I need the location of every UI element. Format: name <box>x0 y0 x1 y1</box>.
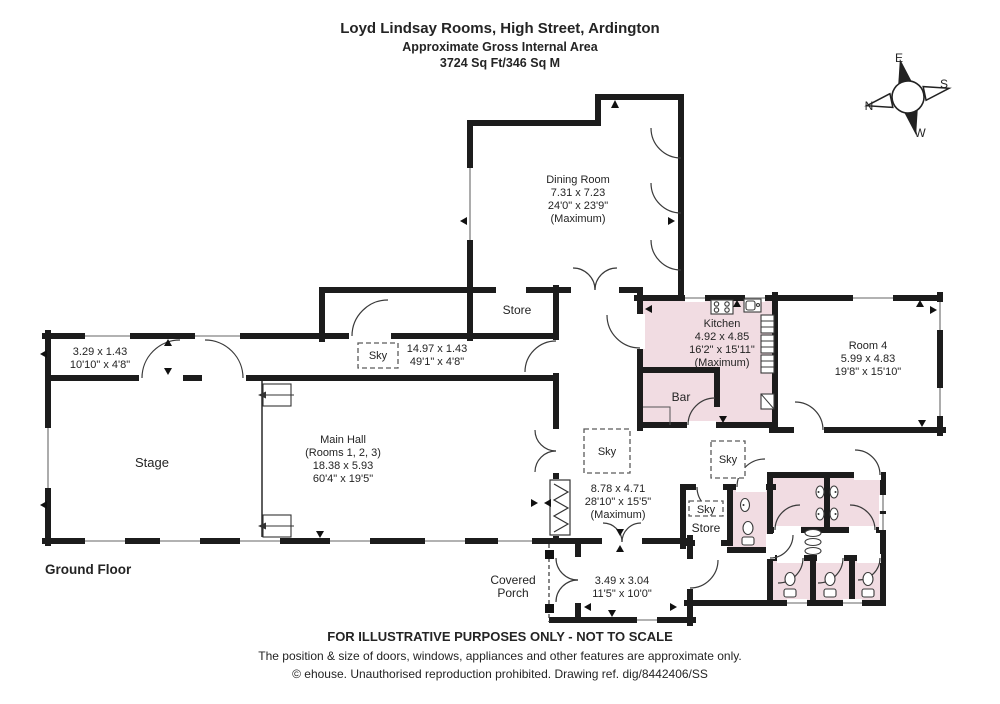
covered-porch-label-1: Covered <box>490 573 535 587</box>
skylight-label: Sky <box>598 446 617 458</box>
corridor-long-imperial: 49'1" x 4'8" <box>410 356 464 368</box>
footer-block: FOR ILLUSTRATIVE PURPOSES ONLY - NOT TO … <box>258 629 741 681</box>
main-hall-label: Main Hall <box>320 434 366 446</box>
page-subtitle: Approximate Gross Internal Area <box>402 40 598 54</box>
compass-rose-icon: E S N W <box>864 51 952 140</box>
steps-icon-bottom <box>258 514 294 538</box>
dining-room-note: (Maximum) <box>551 213 606 225</box>
radiator-icon <box>804 528 822 556</box>
covered-porch-label-2: Porch <box>497 586 528 600</box>
steps-icon-top <box>258 383 294 407</box>
skylight-box-lobby <box>583 428 631 474</box>
compass-west-label: W <box>914 126 926 140</box>
stage-area <box>258 381 294 538</box>
bar-counter-line <box>643 406 671 425</box>
compass-south-label: S <box>940 77 948 91</box>
main-hall-rooms-note: (Rooms 1, 2, 3) <box>305 447 381 459</box>
stove-icon <box>710 299 734 315</box>
dining-room-label: Dining Room <box>546 174 610 186</box>
kitchen-label: Kitchen <box>704 318 741 330</box>
room4-metric: 5.99 x 4.83 <box>841 353 895 365</box>
lobby-metric: 8.78 x 4.71 <box>591 483 645 495</box>
door-arcs <box>141 127 881 603</box>
corridor-small-metric: 3.29 x 1.43 <box>73 346 127 358</box>
store-lower-label: Store <box>692 521 721 535</box>
lobby-imperial: 28'10" x 15'5" <box>585 496 652 508</box>
folding-partition-icon <box>549 479 571 536</box>
corridor-long-metric: 14.97 x 1.43 <box>407 343 468 355</box>
porch-imperial: 11'5" x 10'0" <box>592 588 652 600</box>
porch-metric: 3.49 x 3.04 <box>595 575 649 587</box>
skylight-box-store <box>688 500 724 517</box>
kitchen-note: (Maximum) <box>695 357 750 369</box>
toilet-icon <box>783 571 875 598</box>
compass-east-label: E <box>895 51 903 65</box>
basin-icon <box>815 485 839 521</box>
skylight-label: Sky <box>697 504 716 516</box>
store-upper-label: Store <box>503 303 532 317</box>
compass-north-label: N <box>865 99 874 113</box>
porch-post-icon <box>545 550 554 559</box>
stage-label: Stage <box>135 455 169 470</box>
kitchen-fill <box>640 295 775 428</box>
kitchen-imperial: 16'2" x 15'11" <box>689 344 755 356</box>
room-labels: Dining Room 7.31 x 7.23 24'0" x 23'9" (M… <box>45 174 901 600</box>
toilet-icon <box>741 520 755 546</box>
dining-room-imperial: 24'0" x 23'9" <box>548 200 608 212</box>
footer-note: The position & size of doors, windows, a… <box>258 649 741 663</box>
porch-post-icon <box>545 604 554 613</box>
main-hall-metric: 18.38 x 5.93 <box>313 460 374 472</box>
page-area: 3724 Sq Ft/346 Sq M <box>440 56 560 70</box>
skylight-box-corridor <box>357 342 399 369</box>
footer-disclaimer: FOR ILLUSTRATIVE PURPOSES ONLY - NOT TO … <box>327 629 673 644</box>
skylight-box-right <box>710 440 746 479</box>
lobby-note: (Maximum) <box>591 509 646 521</box>
skylight-label: Sky <box>369 350 388 362</box>
skylight-label: Sky <box>719 454 738 466</box>
windows <box>44 168 944 624</box>
room4-label: Room 4 <box>849 340 888 352</box>
main-hall-imperial: 60'4" x 19'5" <box>313 473 373 485</box>
footer-copyright: © ehouse. Unauthorised reproduction proh… <box>292 667 708 681</box>
porch-boundary <box>545 544 554 622</box>
dining-room-metric: 7.31 x 7.23 <box>551 187 605 199</box>
bar-label: Bar <box>672 390 691 404</box>
page-title: Loyd Lindsay Rooms, High Street, Ardingt… <box>340 20 659 37</box>
kitchen-fixtures <box>643 298 775 425</box>
washroom-fixtures <box>739 485 875 598</box>
floor-label: Ground Floor <box>45 562 132 577</box>
title-block: Loyd Lindsay Rooms, High Street, Ardingt… <box>340 20 659 70</box>
sink-icon <box>743 298 762 313</box>
basin-icon <box>739 497 751 513</box>
room-fills <box>640 295 881 603</box>
dimension-markers <box>40 100 937 617</box>
room4-imperial: 19'8" x 15'10" <box>835 366 902 378</box>
skylights: Sky Sky Sky Sky <box>357 342 746 517</box>
corridor-small-imperial: 10'10" x 4'8" <box>70 359 130 371</box>
kitchen-metric: 4.92 x 4.85 <box>695 331 749 343</box>
counter-units-icon <box>760 314 775 410</box>
